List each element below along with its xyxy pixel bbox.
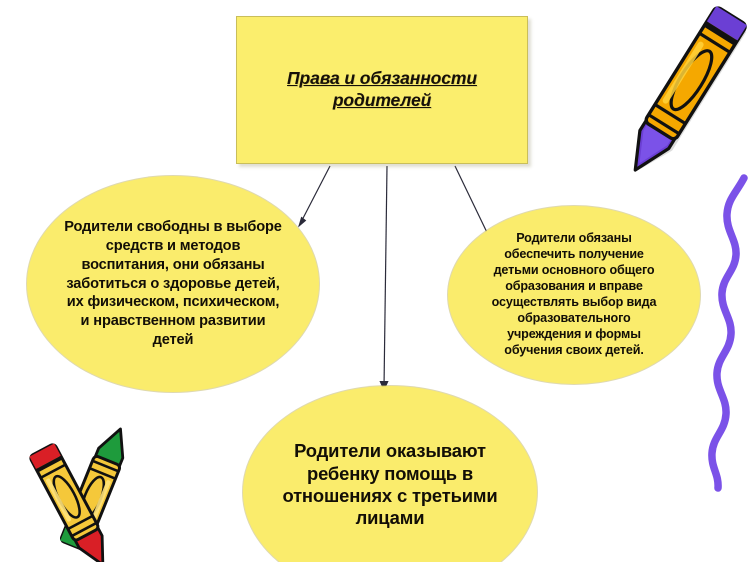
crayon-red-tip-icon — [29, 443, 105, 562]
squiggle-line-icon — [708, 174, 748, 492]
node-right-duties: Родители обязаны обеспечить получение де… — [448, 206, 700, 384]
node-left-text: Родители свободны в выборе средств и мет… — [64, 218, 282, 349]
node-bottom-assistance: Родители оказывают ребенку помощь в отно… — [243, 386, 537, 562]
crayon-green-tip-icon — [59, 427, 125, 552]
page-title: Права и обязанности родителей — [287, 68, 477, 110]
title-box: Права и обязанности родителей — [236, 16, 528, 164]
crayon-purple-tip-icon — [633, 6, 747, 172]
connector-to-bottom-node — [379, 165, 389, 392]
node-right-text: Родители обязаны обеспечить получение де… — [491, 231, 657, 357]
node-left-rights: Родители свободны в выборе средств и мет… — [27, 176, 319, 392]
node-bottom-text: Родители оказывают ребенку помощь в отно… — [282, 440, 498, 529]
connector-to-left-node — [298, 165, 331, 228]
